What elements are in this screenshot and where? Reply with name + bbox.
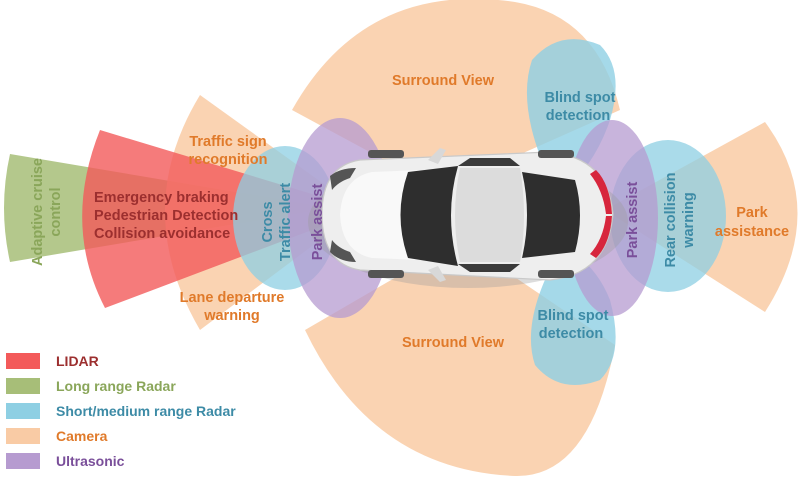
legend-swatch-short-medium-radar: [6, 403, 40, 419]
label-rear-collision-2: warning: [681, 192, 697, 249]
legend-item-short-medium-radar: Short/medium range Radar: [6, 403, 236, 419]
label-adaptive-cruise-2: control: [48, 187, 64, 236]
label-pedestrian-detection: Pedestrian Detection: [94, 208, 238, 224]
label-rear-collision-1: Rear collision: [663, 172, 679, 267]
labels: Adaptive cruise control Emergency brakin…: [30, 73, 789, 351]
label-blind-spot-bottom-1: Blind spot: [538, 308, 609, 324]
legend-label-camera: Camera: [56, 428, 108, 444]
legend-swatch-long-range-radar: [6, 378, 40, 394]
car-top-view: [308, 148, 628, 288]
label-lane-departure-1: Lane departure: [180, 290, 285, 306]
label-lane-departure-2: warning: [203, 308, 260, 324]
legend-label-lidar: LIDAR: [56, 353, 99, 369]
label-park-assist-rear: Park assist: [625, 182, 641, 259]
label-blind-spot-top-2: detection: [546, 108, 610, 124]
label-park-assist-front: Park assist: [310, 184, 326, 261]
legend-swatch-ultrasonic: [6, 453, 40, 469]
legend: LIDAR Long range Radar Short/medium rang…: [6, 353, 236, 469]
legend-item-camera: Camera: [6, 428, 108, 444]
legend-swatch-lidar: [6, 353, 40, 369]
label-cross-traffic-1: Cross: [260, 201, 276, 242]
label-park-assistance-1: Park: [736, 205, 768, 221]
label-surround-view-bottom: Surround View: [402, 335, 505, 351]
label-traffic-sign-1: Traffic sign: [189, 134, 266, 150]
legend-label-long-range-radar: Long range Radar: [56, 378, 176, 394]
legend-item-lidar: LIDAR: [6, 353, 99, 369]
lidar-zone: [82, 130, 365, 308]
legend-item-ultrasonic: Ultrasonic: [6, 453, 125, 469]
label-emergency-braking: Emergency braking: [94, 190, 229, 206]
legend-label-short-medium-radar: Short/medium range Radar: [56, 403, 236, 419]
legend-item-long-range-radar: Long range Radar: [6, 378, 176, 394]
legend-label-ultrasonic: Ultrasonic: [56, 453, 125, 469]
label-surround-view-top: Surround View: [392, 73, 495, 89]
label-adaptive-cruise-1: Adaptive cruise: [30, 158, 46, 266]
label-park-assistance-2: assistance: [715, 224, 789, 240]
label-blind-spot-bottom-2: detection: [539, 326, 603, 342]
label-collision-avoidance: Collision avoidance: [94, 226, 230, 242]
label-cross-traffic-2: Traffic alert: [278, 183, 294, 261]
label-traffic-sign-2: recognition: [189, 152, 268, 168]
legend-swatch-camera: [6, 428, 40, 444]
camera-surround-bottom-zone: [305, 240, 615, 477]
label-blind-spot-top-1: Blind spot: [545, 90, 616, 106]
